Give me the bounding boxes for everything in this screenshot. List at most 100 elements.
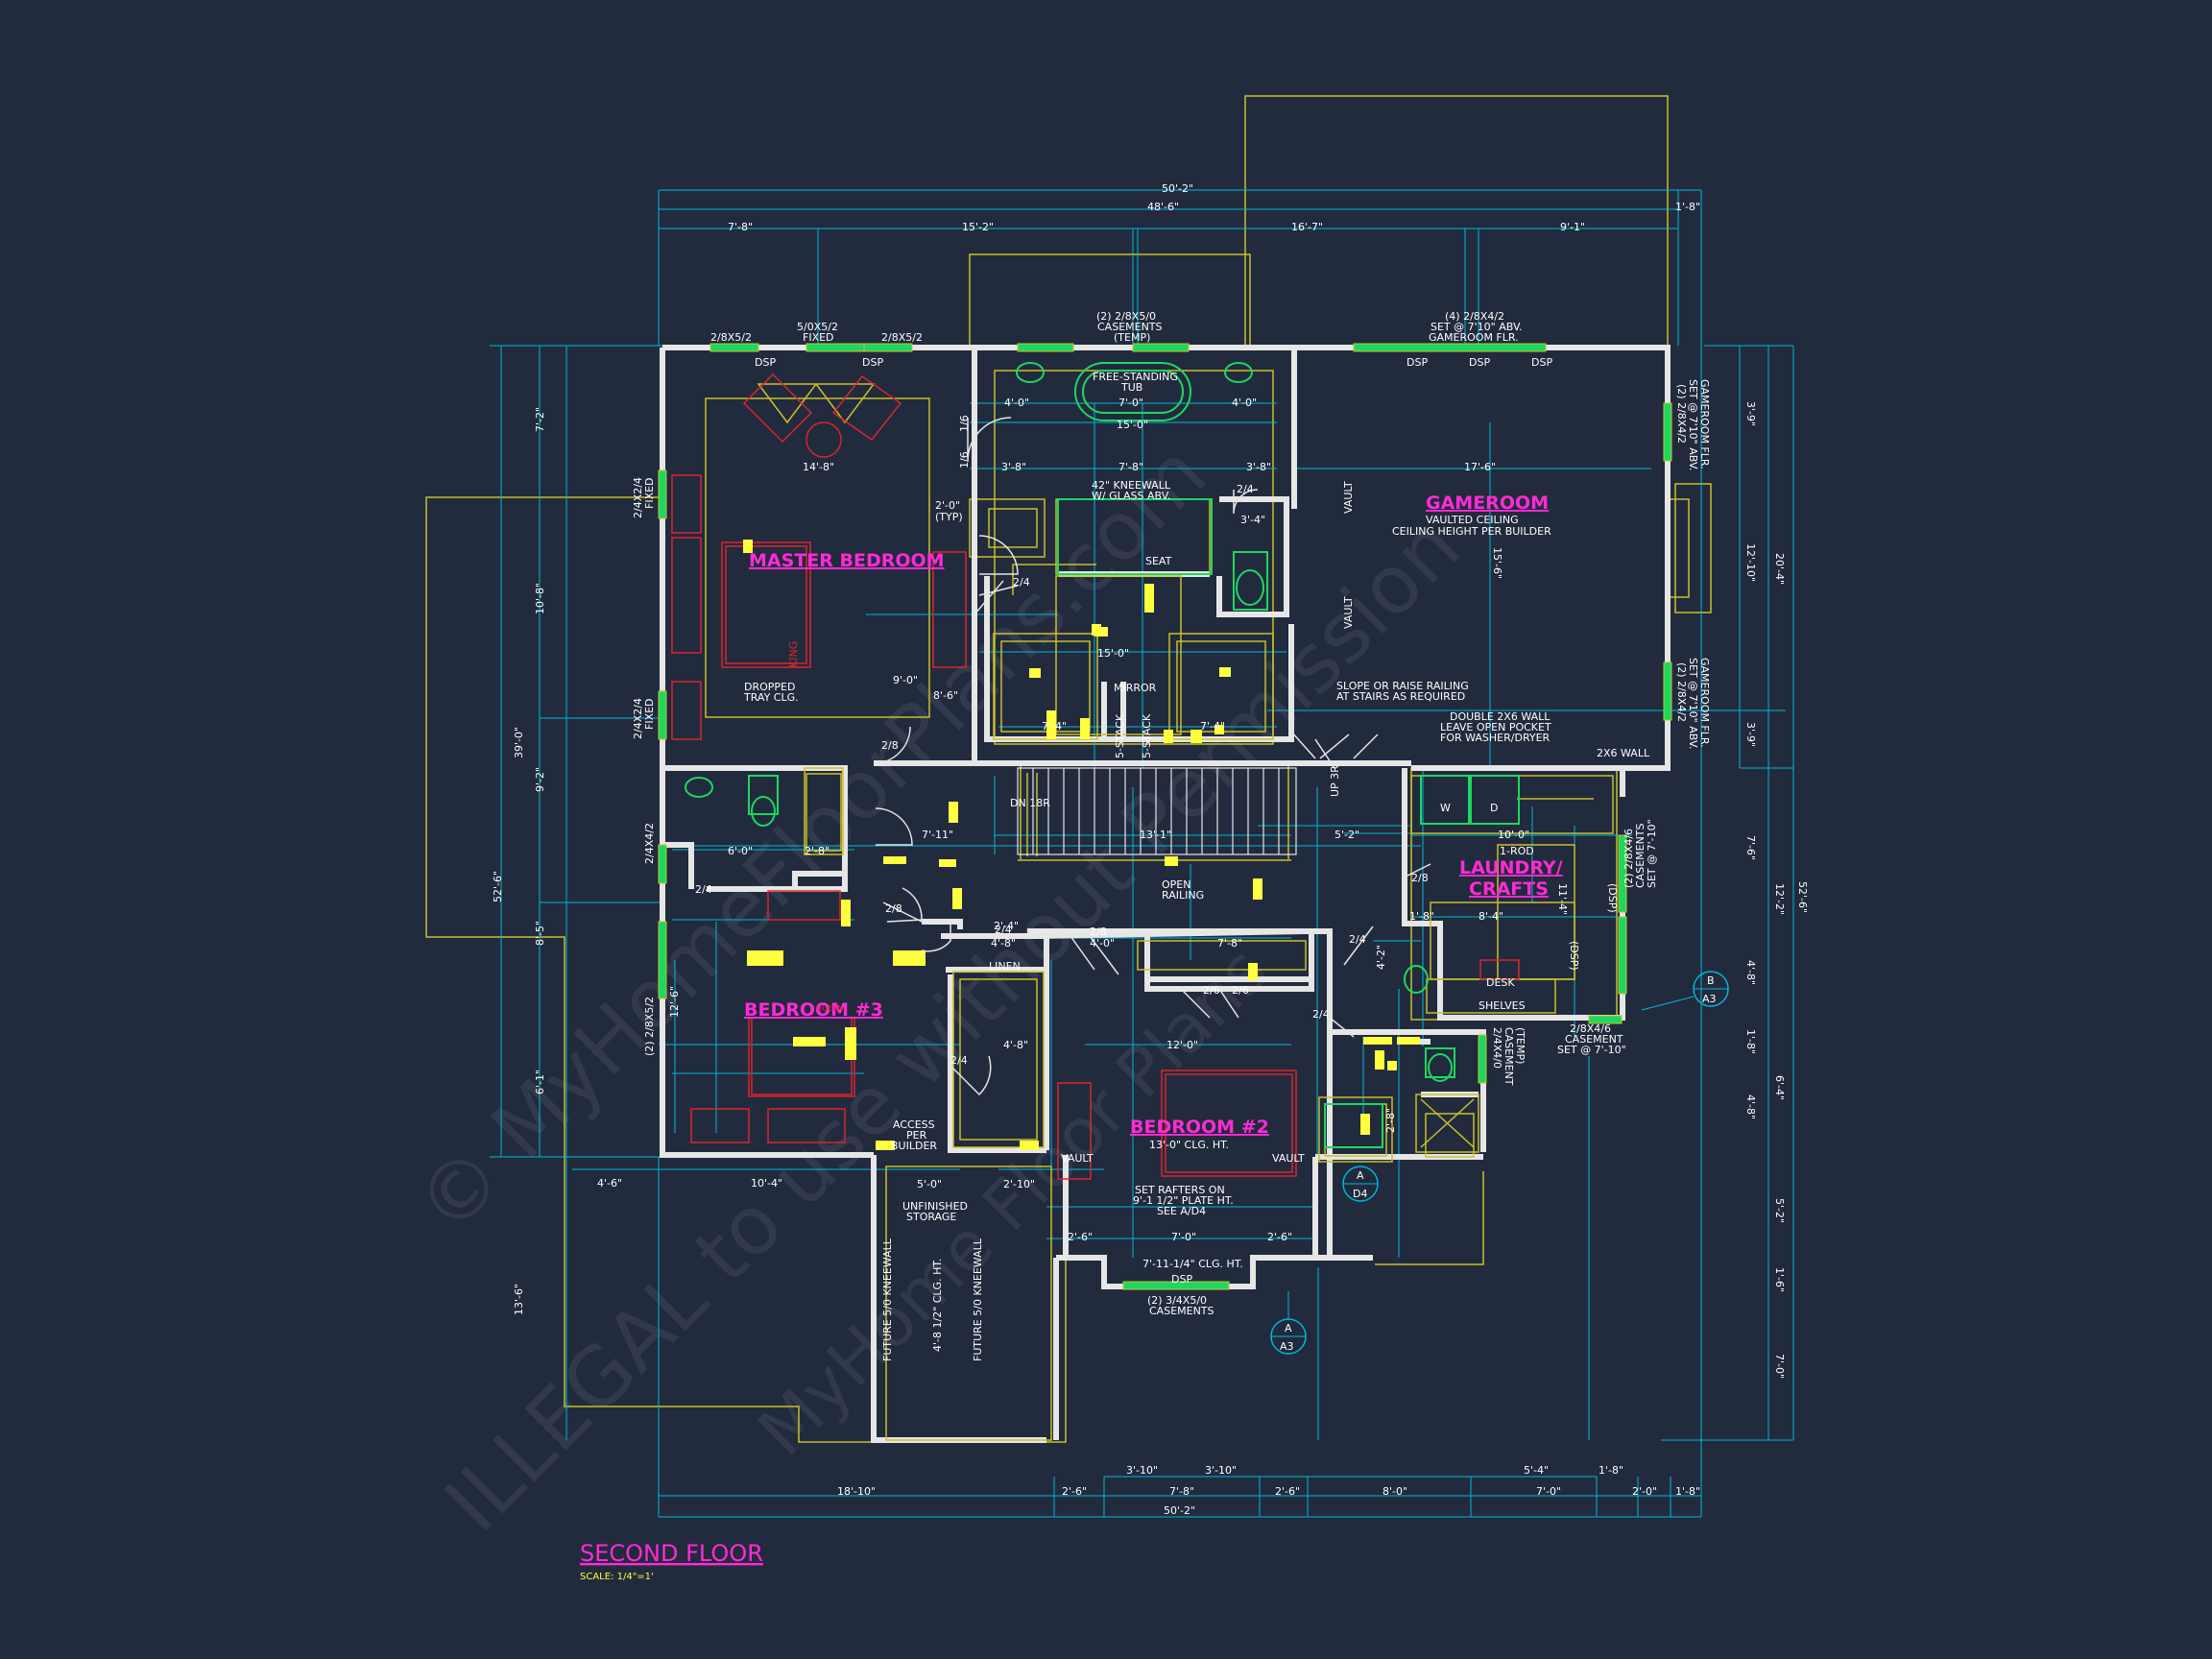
dim-right-3-9a: 3'-9" xyxy=(1744,401,1757,426)
desk: DESK xyxy=(1486,976,1515,989)
dim-bot-1-8: 1'-8" xyxy=(1675,1485,1700,1498)
tag-a3b: A3 xyxy=(1280,1340,1294,1353)
watermark: © MyHomeFloorPlans.com ILLEGAL to use wi… xyxy=(398,426,1478,1550)
dim-8-6: 8'-6" xyxy=(933,689,958,702)
win-note-2b: FIXED xyxy=(803,331,834,344)
dim-3-4: 3'-4" xyxy=(1240,514,1265,526)
game-win-3: GAMEROOM FLR. xyxy=(1429,331,1519,344)
lwin-3: SET @ 7'-10" xyxy=(1646,819,1658,888)
dsp-5: DSP xyxy=(1531,356,1552,369)
dim-3-8b: 3'-8" xyxy=(1246,461,1271,473)
bath-win-2: CASEMENTS xyxy=(1097,321,1163,333)
dim-1-8: 1'-8" xyxy=(1409,910,1434,923)
storage-clg: 4'-8 1/2" CLG. HT. xyxy=(931,1259,944,1352)
dim-left-10-8: 10'-8" xyxy=(534,583,546,614)
storage-2: STORAGE xyxy=(906,1211,956,1223)
outlet-markers xyxy=(743,540,1420,1150)
dim-15-0: 15'-0" xyxy=(1117,419,1148,431)
dim-right-1-6: 1'-6" xyxy=(1773,1267,1786,1292)
door-2-8d: 2/8 xyxy=(1411,872,1429,884)
door-swings xyxy=(873,417,1431,1096)
master-bedroom-label: MASTER BEDROOM xyxy=(749,550,945,571)
right-dimensions: 3'-9" 12'-10" 20'-4" 3'-9" 7'-6" 12'-2" … xyxy=(1744,401,1809,1379)
dim-2-8b: 2'-8" xyxy=(1384,1108,1397,1133)
dim-bot-8-0: 8'-0" xyxy=(1382,1485,1407,1498)
dim-left-6-1: 6'-1" xyxy=(534,1070,546,1094)
win-note-2a: 5/0X5/2 xyxy=(797,321,838,333)
dim-7-4b: 7'-4" xyxy=(1200,720,1225,733)
dsp-4: DSP xyxy=(1469,356,1490,369)
vault-2: VAULT xyxy=(1342,596,1355,629)
door-2-4c: 2/4 xyxy=(695,883,712,896)
washer: W xyxy=(1440,802,1451,814)
dim-bot-2-0: 2'-0" xyxy=(1632,1485,1657,1498)
dim-4-0a: 4'-0" xyxy=(1004,397,1029,409)
rwin-3: GAMEROOM FLR. xyxy=(1698,379,1711,469)
dsp-3: DSP xyxy=(1407,356,1428,369)
king-label: KING xyxy=(787,641,800,667)
vault-1: VAULT xyxy=(1342,481,1355,514)
rwin-5: SET @ 7'10" ABV. xyxy=(1687,658,1699,750)
mwin-1: 2/4X2/4 xyxy=(632,477,644,518)
dim-top-9-1: 9'-1" xyxy=(1560,221,1585,233)
furniture xyxy=(671,373,1520,1180)
sheet-title-block: SECOND FLOOR SCALE: 1/4"=1' xyxy=(580,1540,763,1582)
dim-top-1-8: 1'-8" xyxy=(1675,201,1700,213)
open-railing-2: RAILING xyxy=(1162,889,1204,902)
tag-a2: A xyxy=(1285,1322,1292,1334)
door-2-8c: 2/8 xyxy=(1090,926,1107,938)
dim-right-7-0: 7'-0" xyxy=(1773,1354,1786,1379)
typ-1: 2'-0" xyxy=(935,499,960,512)
dim-bot-5-4: 5'-4" xyxy=(1524,1464,1549,1477)
dim-top-48: 48'-6" xyxy=(1147,201,1179,213)
cas2-1: 2/4X4/0 xyxy=(1491,1027,1503,1069)
vault-b1: VAULT xyxy=(1061,1152,1094,1165)
wall-2x6: 2X6 WALL xyxy=(1597,747,1650,759)
dbl-wall-1: DOUBLE 2X6 WALL xyxy=(1450,710,1551,723)
b3win-2: 2/4X4/2 xyxy=(643,823,656,864)
cas2-2: CASEMENT xyxy=(1503,1027,1515,1086)
bedroom-3-label: BEDROOM #3 xyxy=(744,999,883,1021)
bedroom-2-label: BEDROOM #2 xyxy=(1130,1117,1269,1138)
windows xyxy=(658,343,1672,1290)
shelves: SHELVES xyxy=(1479,999,1526,1012)
rafter-1: SET RAFTERS ON xyxy=(1135,1184,1225,1196)
rwin-1: (2) 2/8X4/2 xyxy=(1675,384,1688,444)
b3win-1: (2) 2/8X5/2 xyxy=(643,997,656,1056)
dim-bot-3-10b: 3'-10" xyxy=(1205,1464,1237,1477)
dim-bot-overall: 50'-2" xyxy=(1164,1504,1195,1517)
slope-1: SLOPE OR RAISE RAILING xyxy=(1336,680,1469,692)
dimension-lines xyxy=(490,189,1794,1518)
dim-4-6: 4'-6" xyxy=(597,1177,622,1190)
dim-12-0: 12'-0" xyxy=(1166,1039,1198,1051)
bwin-2: CASEMENTS xyxy=(1149,1305,1214,1317)
dim-11-4: 11'-4" xyxy=(1556,883,1569,915)
laundry-label-1: LAUNDRY/ xyxy=(1459,857,1563,878)
dim-8-4: 8'-4" xyxy=(1479,910,1503,923)
kneewall-1: 42" KNEEWALL xyxy=(1092,479,1171,492)
dim-bot-7-8: 7'-8" xyxy=(1169,1485,1194,1498)
game-win-1: (4) 2/8X4/2 xyxy=(1445,310,1504,323)
dim-10-0: 10'-0" xyxy=(1498,829,1529,841)
door-1-6b: 1/6 xyxy=(958,451,971,469)
dsp-1: DSP xyxy=(755,356,776,369)
stack-1: 5-STACK xyxy=(1114,713,1126,758)
seat: SEAT xyxy=(1145,555,1172,567)
stair-dn: DN 18R xyxy=(1010,797,1050,809)
dim-13-1: 13'-1" xyxy=(1140,829,1171,841)
game-sub-2: CEILING HEIGHT PER BUILDER xyxy=(1392,525,1551,538)
dim-2-10: 2'-10" xyxy=(1003,1178,1035,1190)
dim-10-4: 10'-4" xyxy=(751,1177,782,1190)
mwin-4: FIXED xyxy=(643,698,656,730)
clg-711: 7'-11-1/4" CLG. HT. xyxy=(1142,1258,1243,1270)
door-2-4a: 2/4 xyxy=(1013,576,1030,589)
dim-bot-3-10a: 3'-10" xyxy=(1126,1464,1158,1477)
bath-win-1: (2) 2/8X5/0 xyxy=(1096,310,1156,323)
mwin-2: FIXED xyxy=(643,477,656,509)
dim-15-6: 15'-6" xyxy=(1491,547,1503,579)
dsp-side2: (DSP) xyxy=(1568,941,1580,971)
cas-2: CASEMENT xyxy=(1565,1033,1623,1046)
dsp-side: (DSP) xyxy=(1606,883,1619,913)
tray-1: DROPPED xyxy=(744,681,795,693)
